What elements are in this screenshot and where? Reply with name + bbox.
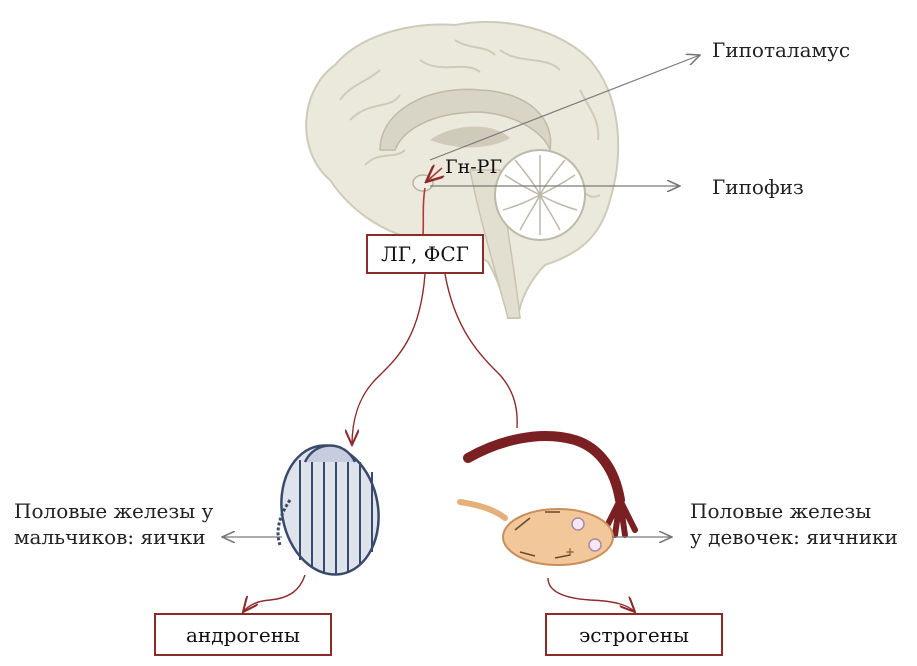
lh-fsh-box: ЛГ, ФСГ: [366, 234, 484, 274]
testis-illustration: [276, 444, 380, 576]
brain-illustration: [305, 20, 620, 319]
male-gonads-line2: мальчиков: яички: [14, 525, 206, 549]
pituitary-label: Гипофиз: [712, 175, 804, 199]
estrogens-box: эстрогены: [545, 613, 723, 656]
female-gonads-line1: Половые железы: [690, 499, 872, 523]
ovary-illustration: +: [457, 431, 638, 566]
female-gonads-label: Половые железы у девочек: яичники: [690, 498, 898, 550]
female-gonads-line2: у девочек: яичники: [690, 525, 898, 549]
estrogens-label: эстрогены: [579, 622, 689, 647]
male-gonads-label: Половые железы у мальчиков: яички: [14, 498, 213, 550]
arrow-to-testis: [352, 273, 426, 445]
svg-text:+: +: [565, 545, 575, 559]
arrow-to-ovary: [444, 273, 518, 429]
cerebellum-illustration: [494, 149, 586, 241]
androgens-box: андрогены: [154, 613, 332, 656]
hypothalamus-label: Гипоталамус: [712, 38, 851, 62]
androgens-label: андрогены: [186, 622, 300, 647]
gnrh-label: Гн-РГ: [445, 156, 503, 178]
lh-fsh-label: ЛГ, ФСГ: [381, 242, 469, 266]
hypothalamus-pointer: [429, 55, 700, 161]
male-gonads-line1: Половые железы у: [14, 499, 214, 523]
